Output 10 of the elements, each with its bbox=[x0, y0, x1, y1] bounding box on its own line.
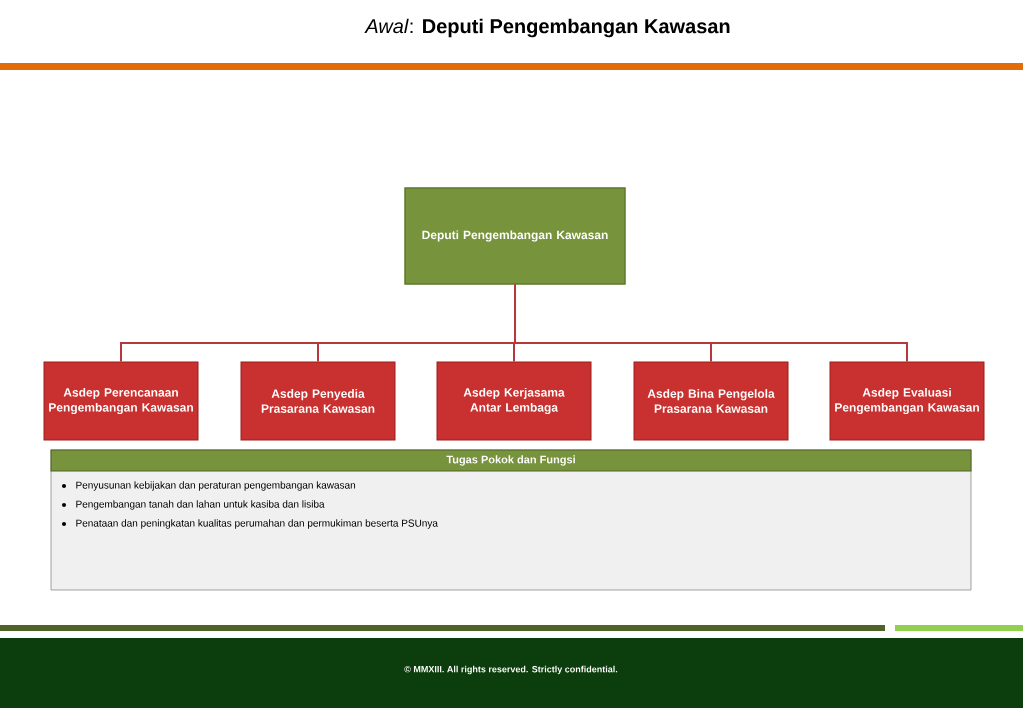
task-panel: Tugas Pokok dan Fungsi Penyusunan kebijakan dan peraturan pengembangan kawasan Pengembangan tanah dan lahan untuk kasiba dan lisiba Penataan dan peningkatan kualitas perumahan dan permukiman beserta PSUnya bbox=[50, 449, 972, 591]
unit-box: Asdep Penyedia Prasarana Kawasan bbox=[240, 361, 396, 441]
title: Awal: Deputi Pengembangan Kawasan bbox=[364, 18, 730, 38]
org-box: Deputi Pengembangan Kawasan bbox=[404, 187, 626, 285]
unit-box: Asdep Kerjasama Antar Lembaga bbox=[436, 361, 592, 441]
unit-box: Asdep Perencanaan Pengembangan Kawasan bbox=[43, 361, 199, 441]
unit-box: Asdep Evaluasi Pengembangan Kawasan bbox=[829, 361, 985, 441]
connector bbox=[514, 283, 908, 363]
unit-box: Asdep Bina Pengelola Prasarana Kawasan bbox=[633, 361, 789, 441]
copyright-note: © MMXIII. All rights reserved. Strictly confidential. bbox=[404, 665, 618, 675]
